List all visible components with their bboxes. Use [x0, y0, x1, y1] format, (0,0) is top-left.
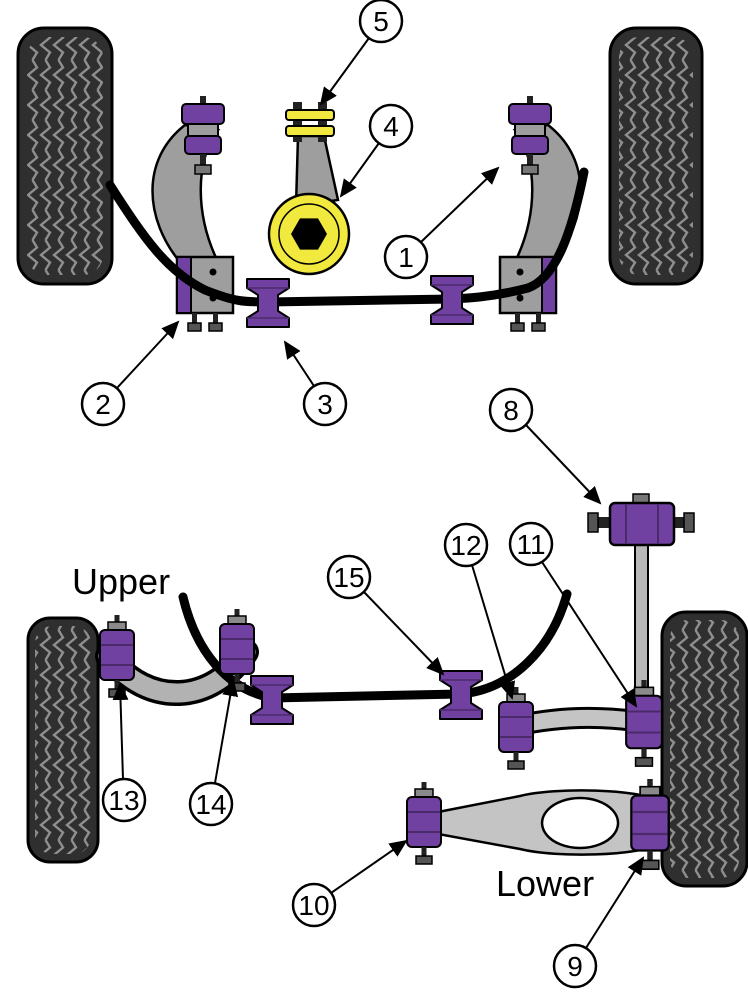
callout-5: 5 [319, 0, 404, 106]
callout-2: 2 [80, 320, 180, 427]
rear-lateral-arm-bushing-inner [498, 686, 534, 770]
rear-link-rod [634, 544, 649, 704]
callout-13: 13 [101, 682, 147, 823]
rear-lower-arm [436, 789, 660, 856]
callout-number: 13 [108, 785, 139, 816]
callout-8: 8 [488, 387, 602, 505]
callout-number: 3 [317, 389, 333, 420]
hex-nut [291, 218, 327, 250]
callout-number: 8 [503, 395, 519, 426]
callout-number: 1 [398, 242, 414, 273]
front-left-tire [16, 26, 114, 286]
callout-4: 4 [339, 103, 414, 198]
callout-number: 4 [383, 111, 399, 142]
callout-3: 3 [283, 340, 348, 427]
callout-number: 10 [298, 890, 329, 921]
callout-number: 15 [333, 562, 364, 593]
callout-number: 14 [195, 789, 226, 820]
callout-number: 11 [516, 529, 545, 560]
lower-arm-label: Lower [496, 863, 594, 904]
rear-lower-arm-bushing-inner [406, 781, 442, 865]
front-right-tire [608, 26, 704, 286]
callout-number: 5 [373, 6, 389, 37]
callout-9: 9 [552, 856, 645, 989]
callout-11: 11 [508, 521, 638, 708]
callout-12: 12 [443, 522, 516, 700]
callout-number: 9 [567, 951, 583, 982]
rear-left-tire [26, 616, 100, 864]
rear-tie-bar-mount [587, 493, 695, 547]
callout-15: 15 [326, 554, 445, 676]
upper-arm-label: Upper [72, 561, 170, 602]
rear-lateral-arm [505, 706, 653, 737]
engine-mount-bushing [267, 192, 351, 276]
callout-1: 1 [383, 166, 500, 280]
rear-anti-roll-bar [178, 589, 572, 703]
engine-mount-upper-bracket [285, 102, 335, 142]
callout-number: 12 [450, 530, 481, 561]
rear-right-tire [660, 610, 748, 888]
rear-lateral-arm-bushing-outer [625, 678, 663, 768]
callout-number: 2 [95, 389, 111, 420]
callout-14: 14 [188, 678, 239, 827]
callout-10: 10 [291, 839, 408, 928]
